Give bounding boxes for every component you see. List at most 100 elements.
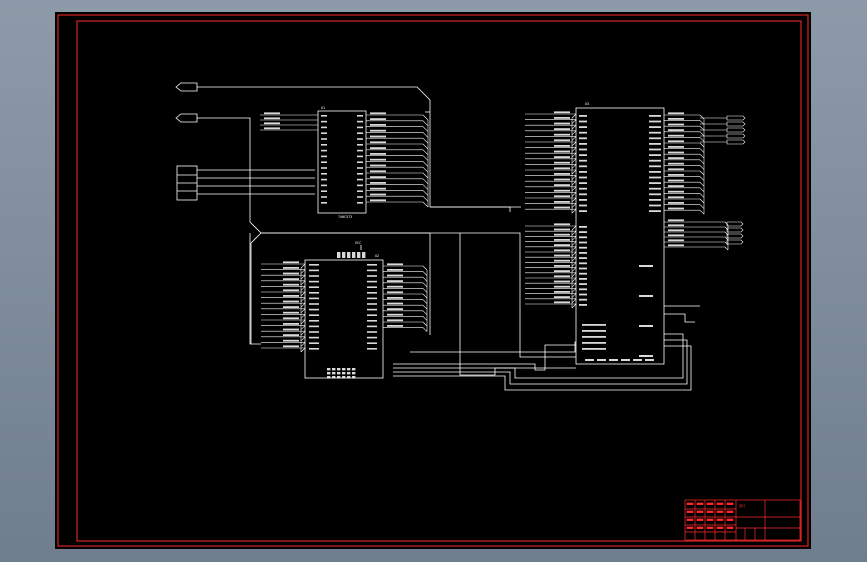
u3-in-a-entry — [571, 158, 577, 164]
u3-out-label — [668, 146, 684, 148]
u3-out-entry — [699, 176, 705, 181]
u3-out-b-entry — [724, 246, 729, 251]
chip-u3 — [575, 107, 665, 365]
u1-pin-label-r — [357, 173, 363, 175]
u2-pin-label-r — [367, 280, 377, 283]
u3-pin-label-left-b — [579, 267, 587, 270]
u3-bottom-label — [633, 359, 642, 361]
u2-out-label — [387, 302, 403, 305]
u1-out-label — [370, 153, 386, 155]
u3-pin-label-right — [649, 204, 661, 207]
u3-pin-label-left — [579, 120, 587, 123]
u1-pin-label-r — [357, 161, 363, 163]
u1-out-entry — [422, 178, 429, 185]
u3-in-b-entry — [571, 230, 577, 236]
u3-out-label — [668, 196, 684, 199]
u2-top-pin — [357, 252, 361, 258]
u3-in-a-label — [554, 150, 570, 153]
u2-top-pin — [352, 252, 356, 258]
u3-out-label — [668, 151, 684, 154]
u3-out-b-entry — [724, 241, 729, 246]
u3-pin-label-left-b — [579, 246, 587, 249]
inner-frame — [76, 20, 802, 542]
u1-out-label — [370, 193, 386, 196]
u3-out-entry — [699, 131, 705, 137]
u2-pin-label-r — [367, 308, 377, 311]
u3-out-b-entry — [724, 221, 729, 226]
u3-pin-label-left — [579, 182, 587, 184]
u2-pin-label-r — [367, 320, 377, 322]
u3-pin-label-right — [649, 120, 661, 123]
title-block-cell-text — [686, 518, 694, 521]
u2-in-entry — [300, 291, 306, 297]
chip-u1-part: 74HC573 — [338, 215, 352, 219]
u3-in-b-entry — [571, 246, 577, 252]
u2-pin-label — [309, 336, 319, 339]
u1-out-entry — [422, 161, 429, 167]
title-block — [684, 499, 801, 541]
output-connector — [726, 115, 746, 121]
u3-pin-label-right — [649, 171, 661, 173]
power-net-label: VCC — [355, 241, 361, 245]
u3-in-b-entry — [571, 288, 577, 293]
u3-in-b-entry — [571, 262, 577, 267]
u3-pin-label-right — [649, 165, 661, 168]
output-connector — [726, 233, 744, 239]
u1-out-entry — [422, 132, 429, 138]
u3-in-a-entry — [571, 208, 577, 214]
u2-bottom-pin — [352, 372, 356, 375]
u3-net-label — [582, 336, 606, 338]
u3-pin-label-left-b — [579, 226, 587, 228]
u2-pin-label-r — [367, 331, 377, 333]
chip-pins — [264, 111, 684, 379]
u2-bottom-pin — [327, 376, 331, 379]
u2-in-entry — [300, 342, 306, 347]
output-connector — [726, 139, 746, 145]
u2-bottom-pin — [332, 376, 336, 379]
u2-out-label — [387, 325, 403, 327]
u2-out-label — [387, 319, 403, 322]
u3-pin-label-left — [579, 115, 587, 117]
u3-pin-label-left-b — [579, 241, 587, 244]
u3-control-label — [639, 355, 653, 357]
u3-out-label — [668, 134, 684, 137]
chip-u2 — [304, 259, 384, 379]
u3-pin-label-right — [649, 115, 661, 117]
u2-bottom-pin — [337, 368, 341, 371]
u3-in-a-entry — [571, 197, 577, 203]
u1-pin-label — [321, 184, 327, 187]
u2-pin-label — [309, 331, 319, 333]
u2-in-entry — [300, 325, 306, 330]
u3-in-b-label — [554, 275, 570, 278]
output-connector — [726, 133, 746, 139]
u3-in-a-entry — [571, 130, 577, 136]
u3-out-b-label — [668, 239, 684, 242]
u3-pin-label-left — [579, 154, 587, 156]
u3-bottom-label — [621, 359, 630, 361]
u1-pin-label-r — [357, 167, 363, 169]
u3-out-label — [668, 179, 684, 182]
u2-pin-label — [309, 280, 319, 283]
u3-pin-label-left-b — [579, 293, 587, 296]
u2-bottom-pin — [327, 368, 331, 371]
u3-bottom-label — [585, 359, 594, 361]
u2-out-entry — [422, 288, 428, 293]
u2-in-label — [283, 289, 299, 292]
u3-out-entry — [699, 198, 705, 204]
u1-out-label — [370, 164, 386, 167]
u2-out-label — [387, 291, 403, 294]
u2-pin-label-r — [367, 314, 377, 316]
u2-bottom-pin — [352, 376, 356, 379]
u3-pin-label-right — [649, 126, 661, 128]
u3-in-a-label — [554, 128, 570, 130]
u3-in-b-label — [554, 285, 570, 288]
u3-in-a-label — [554, 156, 570, 158]
u1-out-label — [370, 118, 386, 120]
u1-out-label — [370, 182, 386, 184]
u3-in-a-entry — [571, 186, 577, 192]
u2-out-label — [387, 274, 403, 277]
u3-out-entry — [699, 187, 705, 193]
cad-viewport[interactable]: U1 74HC573 U2 U3 VCC 设计 — [55, 12, 811, 549]
u3-in-a-label — [554, 184, 570, 186]
u3-out-b-entry — [724, 226, 729, 231]
